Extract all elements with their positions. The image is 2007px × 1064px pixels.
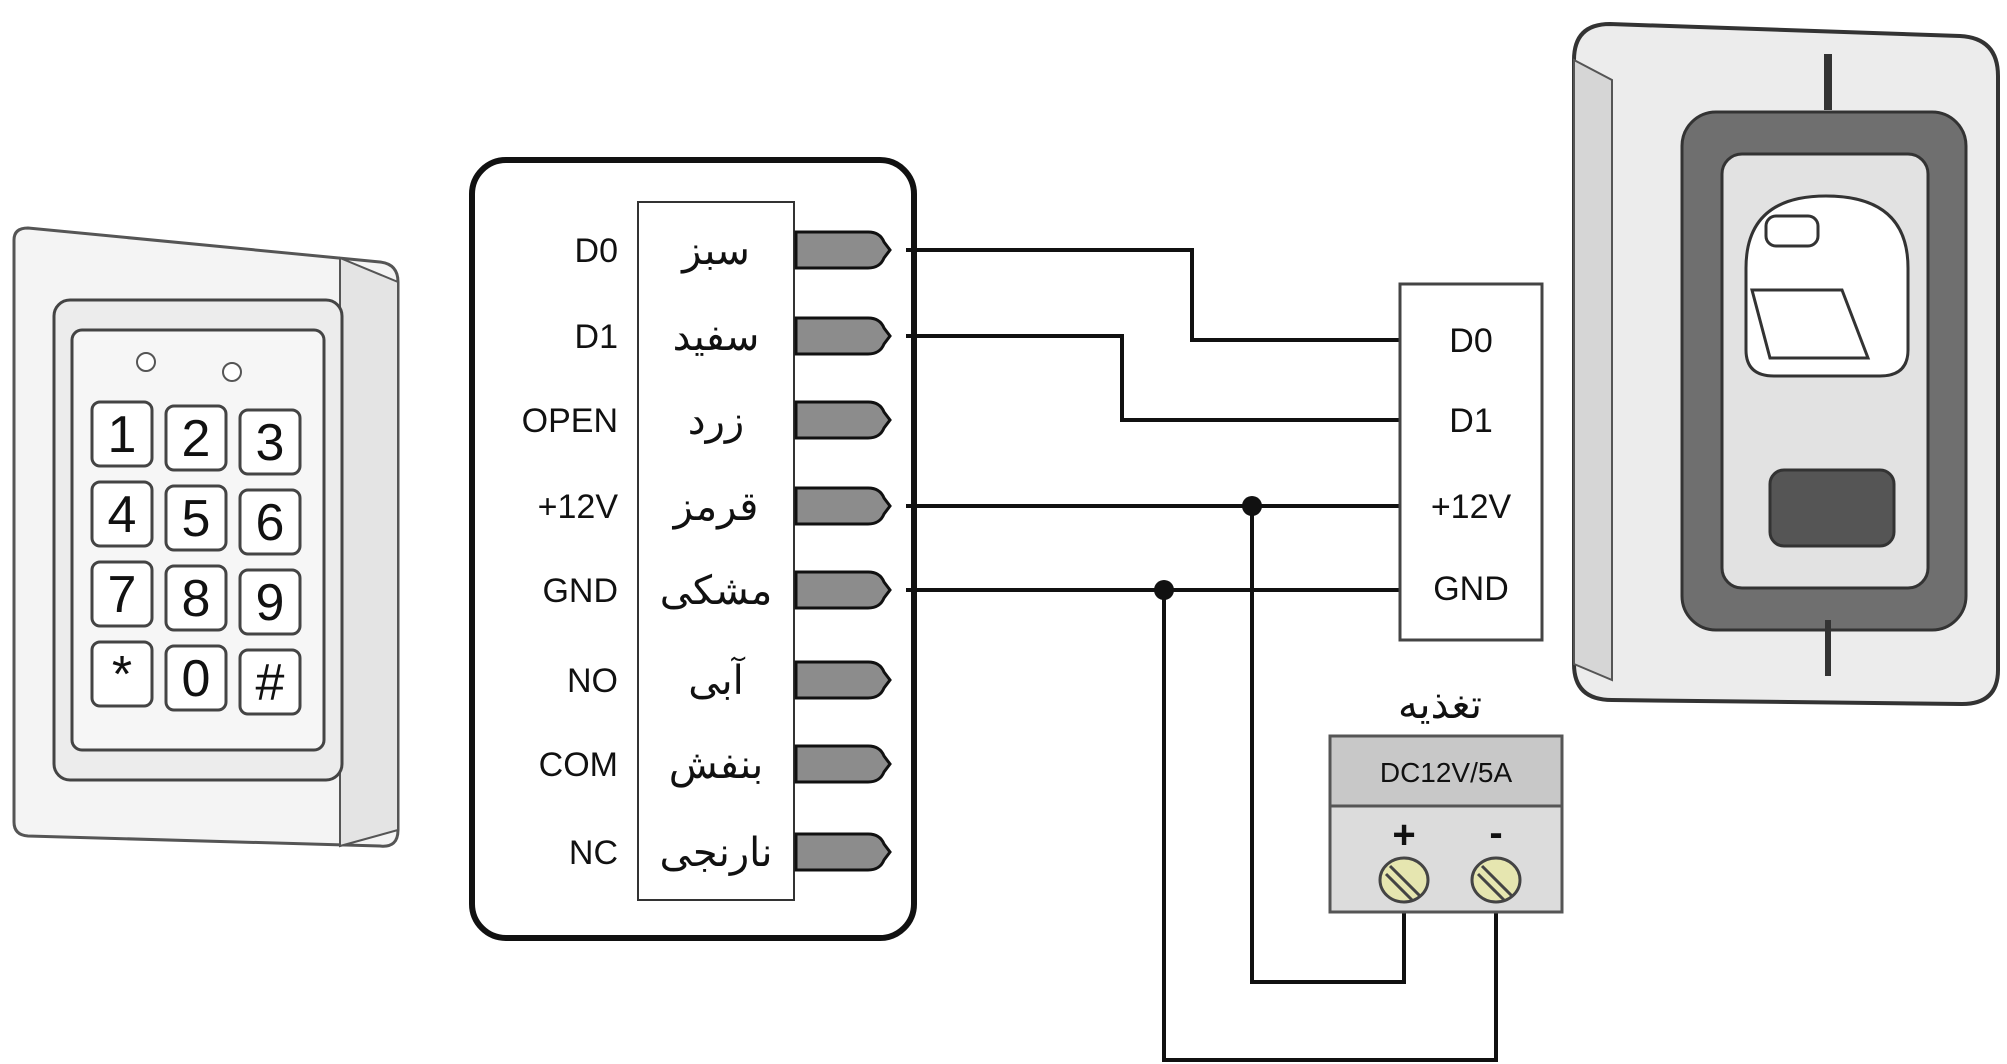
- screw-plus-icon: [1378, 856, 1430, 904]
- power-supply-rating: DC12V/5A: [1380, 757, 1513, 788]
- reader-terminal-frame: [1398, 282, 1544, 642]
- reader-label-12v: +12V: [1431, 488, 1512, 526]
- keypad-key-label: *: [112, 646, 132, 704]
- terminal-wire-pin: [794, 570, 892, 610]
- keypad-led-left: [136, 352, 156, 372]
- terminal-row: NC نارنجی: [569, 830, 892, 876]
- keypad-key-label: #: [256, 654, 285, 712]
- terminal-color-label: سبز: [680, 228, 750, 274]
- terminal-signal-label: +12V: [538, 488, 619, 526]
- keypad-key-label: 7: [108, 566, 137, 624]
- keypad-key: 1: [90, 400, 154, 468]
- reader-side-bevel: [1573, 58, 1613, 682]
- wire-d1: [906, 334, 1400, 422]
- terminal-signal-label: D0: [575, 232, 618, 270]
- terminal-row: D0 سبز: [575, 228, 892, 274]
- keypad-side: [339, 256, 399, 848]
- terminal-label-strip: [637, 201, 795, 901]
- reader-label-d0: D0: [1449, 322, 1492, 360]
- terminal-row: GND مشکی: [542, 568, 892, 614]
- terminal-color-label: نارنجی: [660, 830, 773, 876]
- keypad-key-label: 3: [256, 414, 285, 472]
- reader-label-d1: D1: [1449, 402, 1492, 440]
- reader-label-gnd: GND: [1433, 570, 1509, 608]
- terminal-signal-label: COM: [539, 746, 618, 784]
- screw-minus-icon: [1470, 856, 1522, 904]
- terminal-wire-pin: [794, 744, 892, 784]
- keypad-key: 7: [90, 560, 154, 628]
- keypad-key: 0: [164, 644, 228, 712]
- terminal-signal-label: NC: [569, 834, 618, 872]
- wire-gnd-to-psu: [1162, 590, 1498, 1062]
- keypad-key-label: 9: [256, 574, 285, 632]
- keypad-key: 4: [90, 480, 154, 548]
- terminal-signal-label: NO: [567, 662, 618, 700]
- keypad-key: 5: [164, 484, 228, 552]
- reader-card-area: [1768, 468, 1896, 548]
- terminal-signal-label: GND: [542, 572, 618, 610]
- terminal-color-label: قرمز: [672, 484, 759, 530]
- keypad-key: 8: [164, 564, 228, 632]
- power-supply-title: تغذیه: [1398, 682, 1482, 728]
- keypad-key: *: [90, 640, 154, 708]
- terminal-color-label: مشکی: [660, 568, 773, 614]
- terminal-color-label: زرد: [688, 398, 744, 444]
- keypad-key-label: 1: [108, 406, 137, 464]
- keypad-led-right: [222, 362, 242, 382]
- power-supply-body: [1328, 804, 1564, 914]
- wires: [906, 248, 1498, 1062]
- terminal-row: D1 سفید: [575, 314, 892, 360]
- terminal-signal-label: D1: [575, 318, 618, 356]
- terminal-row: NO آبی: [567, 656, 892, 704]
- keypad-key: 6: [238, 488, 302, 556]
- keypad-key: #: [238, 648, 302, 716]
- keypad-key-label: 5: [182, 490, 211, 548]
- power-supply: تغذیه DC12V/5A + -: [1328, 682, 1564, 914]
- terminal-wire-pin: [794, 660, 892, 700]
- terminal-rows: D0 سبز D1 سفید OPEN زرد +12V قرمز GND مشکی NO آبی CO…: [522, 228, 892, 876]
- terminal-row: OPEN زرد: [522, 398, 892, 444]
- terminal-wire-pin: [794, 832, 892, 872]
- terminal-wire-pin: [794, 230, 892, 270]
- junction-12v: [1242, 496, 1262, 516]
- wire-d0: [906, 248, 1400, 342]
- terminal-color-label: سفید: [673, 314, 760, 360]
- keypad-key: 3: [238, 408, 302, 476]
- fingerprint-reader: [1572, 21, 2000, 707]
- keypad-key-label: 8: [182, 570, 211, 628]
- keypad-key-label: 6: [256, 494, 285, 552]
- terminal-signal-label: OPEN: [522, 402, 618, 440]
- terminal-wire-pin: [794, 400, 892, 440]
- keypad-key-label: 4: [108, 486, 137, 544]
- keypad-key: 2: [164, 404, 228, 472]
- terminal-row: +12V قرمز: [538, 484, 892, 530]
- keypad-key-label: 2: [182, 410, 211, 468]
- power-supply-header: [1328, 734, 1564, 808]
- power-supply-minus: -: [1489, 811, 1502, 855]
- terminal-wire-pin: [794, 316, 892, 356]
- terminal-row: COM بنفش: [539, 742, 892, 788]
- terminal-color-label: آبی: [688, 656, 745, 704]
- wire-12v-to-psu: [1250, 506, 1406, 984]
- fingerprint-lens: [1764, 214, 1820, 248]
- junction-gnd: [1154, 580, 1174, 600]
- reader-terminal-block: D0 D1 +12V GND: [1398, 282, 1544, 642]
- power-supply-plus: +: [1392, 813, 1415, 857]
- terminal-color-label: بنفش: [669, 742, 763, 788]
- fingerprint-sensor-icon: [1750, 288, 1871, 360]
- keypad-key-label: 0: [182, 650, 211, 708]
- terminal-wire-pin: [794, 486, 892, 526]
- keypad-key: 9: [238, 568, 302, 636]
- terminal-block: D0 سبز D1 سفید OPEN زرد +12V قرمز GND مشکی NO آبی CO…: [469, 157, 917, 941]
